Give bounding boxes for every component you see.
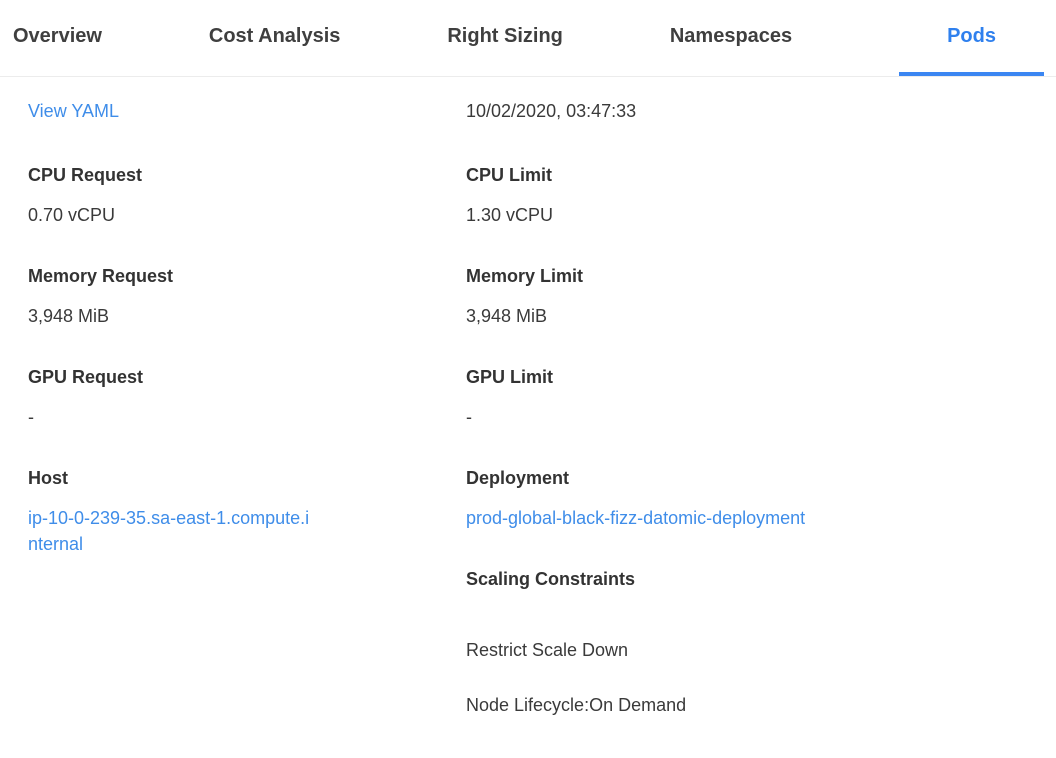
gpu-limit-label: GPU Limit — [466, 367, 554, 387]
tab-overview[interactable]: Overview — [13, 24, 102, 47]
tab-cost-analysis[interactable]: Cost Analysis — [208, 24, 341, 47]
scaling-constraints-title: Scaling Constraints — [466, 569, 636, 589]
memory-request-value: 3,948 MiB — [28, 306, 110, 326]
scaling-item-restrict-scale-down: Restrict Scale Down — [466, 640, 629, 660]
field-gpu-request: GPU Request - — [28, 364, 466, 430]
deployment-link[interactable]: prod-global-black-fizz-datomic-deploymen… — [466, 508, 806, 528]
field-host: Host ip-10-0-239-35.sa-east-1.compute.in… — [28, 465, 466, 557]
pod-start-timestamp: 10/02/2020, 03:47:33 — [466, 101, 637, 121]
field-gpu-limit: GPU Limit - — [466, 364, 1028, 430]
memory-limit-label: Memory Limit — [466, 266, 584, 286]
pod-details-panel: View YAML CPU Request 0.70 vCPU Memory R… — [0, 77, 1056, 719]
tab-bar: Overview Cost Analysis Right Sizing Name… — [0, 0, 1056, 77]
scaling-constraints-section: Scaling Constraints Restrict Scale Down … — [466, 566, 1028, 719]
deployment-label: Deployment — [466, 468, 570, 488]
gpu-request-label: GPU Request — [28, 367, 144, 387]
tab-pods[interactable]: Pods — [899, 0, 1044, 76]
scaling-item-node-lifecycle: Node Lifecycle:On Demand — [466, 695, 687, 715]
field-cpu-limit: CPU Limit 1.30 vCPU — [466, 162, 1028, 228]
field-cpu-request: CPU Request 0.70 vCPU — [28, 162, 466, 228]
field-memory-request: Memory Request 3,948 MiB — [28, 263, 466, 329]
details-left-column: View YAML CPU Request 0.70 vCPU Memory R… — [28, 98, 466, 592]
field-memory-limit: Memory Limit 3,948 MiB — [466, 263, 1028, 329]
view-yaml-link[interactable]: View YAML — [28, 101, 120, 121]
host-label: Host — [28, 468, 68, 488]
host-link[interactable]: ip-10-0-239-35.sa-east-1.compute.interna… — [28, 508, 310, 554]
cpu-limit-label: CPU Limit — [466, 165, 553, 185]
gpu-limit-value: - — [466, 407, 472, 427]
memory-limit-value: 3,948 MiB — [466, 306, 548, 326]
tab-right-sizing[interactable]: Right Sizing — [447, 24, 563, 47]
gpu-request-value: - — [28, 407, 34, 427]
field-deployment: Deployment prod-global-black-fizz-datomi… — [466, 465, 1028, 531]
cpu-request-value: 0.70 vCPU — [28, 205, 116, 225]
tab-namespaces[interactable]: Namespaces — [669, 24, 793, 47]
cpu-limit-value: 1.30 vCPU — [466, 205, 554, 225]
details-right-column: 10/02/2020, 03:47:33 CPU Limit 1.30 vCPU… — [466, 98, 1028, 719]
memory-request-label: Memory Request — [28, 266, 174, 286]
cpu-request-label: CPU Request — [28, 165, 143, 185]
